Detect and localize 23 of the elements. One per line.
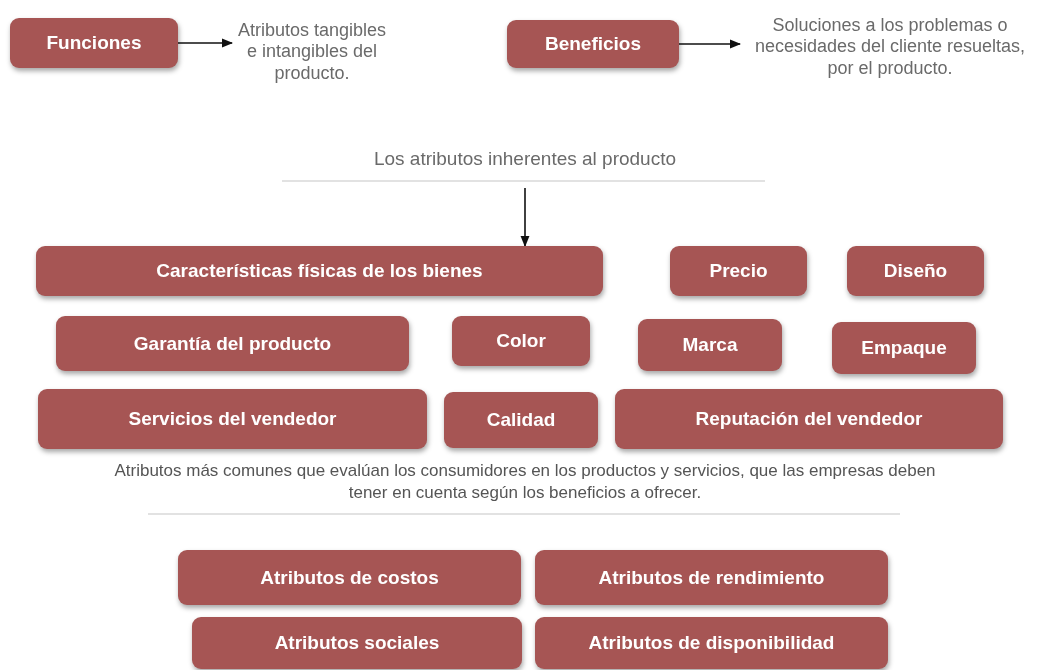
attribute-box: Empaque	[832, 322, 976, 374]
description-text: Soluciones a los problemas o necesidades del cliente resueltas, por el producto.	[753, 14, 1027, 80]
description-text: Atributos tangibles e intangibles del producto.	[236, 19, 388, 85]
attribute-box: Precio	[670, 246, 807, 296]
attribute-box: Beneficios	[507, 20, 679, 68]
attribute-box: Atributos de rendimiento	[535, 550, 888, 605]
attribute-box: Color	[452, 316, 590, 366]
arrow	[177, 38, 234, 48]
attribute-box: Atributos sociales	[192, 617, 522, 669]
attribute-box: Funciones	[10, 18, 178, 68]
note-text: Atributos más comunes que evalúan los consumidores en los productos y servicios, que las empresas deben tener en cuenta según los beneficios a ofrecer.	[113, 460, 937, 505]
description-text: Los atributos inherentes al producto	[373, 147, 677, 171]
attribute-box: Garantía del producto	[56, 316, 409, 371]
attribute-box: Servicios del vendedor	[38, 389, 427, 449]
attribute-box: Marca	[638, 319, 782, 371]
attribute-box: Atributos de disponibilidad	[535, 617, 888, 669]
attribute-box: Reputación del vendedor	[615, 389, 1003, 449]
attribute-box: Atributos de costos	[178, 550, 521, 605]
arrow	[678, 39, 742, 49]
attribute-box: Calidad	[444, 392, 598, 448]
attribute-box: Diseño	[847, 246, 984, 296]
arrow	[520, 187, 530, 248]
attribute-box: Características físicas de los bienes	[36, 246, 603, 296]
